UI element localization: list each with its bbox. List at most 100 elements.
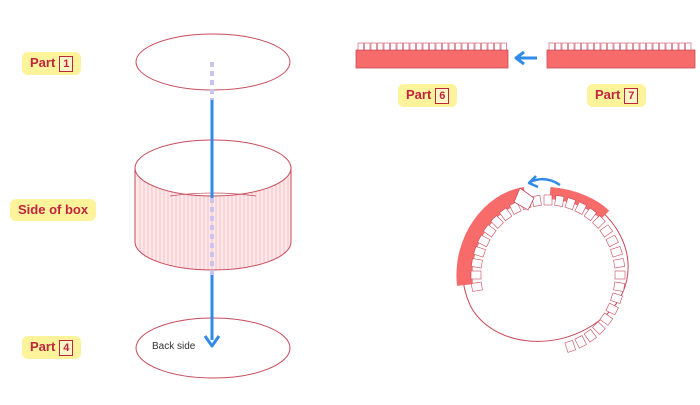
ring-tab (583, 328, 597, 343)
ring-tab (554, 195, 565, 207)
strip-tab (435, 42, 442, 51)
ring-curve-arrow (527, 175, 561, 189)
ring-tab (482, 224, 497, 238)
strip-tab (429, 42, 436, 51)
strip-tab (633, 42, 640, 51)
part6-strip (355, 42, 509, 69)
strip-tab (500, 42, 507, 51)
ring-tab (605, 302, 619, 316)
strip-tab (672, 42, 679, 51)
strip-tab (448, 42, 455, 51)
strip-tab (665, 42, 672, 51)
strip-tab (594, 42, 601, 51)
strip-tab (403, 42, 410, 51)
ring-tab (605, 234, 619, 248)
strip-tab (555, 42, 562, 51)
strip-join-arrow (514, 50, 537, 66)
strip-tab (487, 42, 494, 51)
strip-tab (370, 42, 377, 51)
part6-label-text: Part (406, 87, 432, 102)
part7-label-text: Part (595, 87, 621, 102)
strip-tab (574, 42, 581, 51)
strip-tab (481, 42, 488, 51)
ring-tab (490, 215, 504, 229)
strip-tab (659, 42, 666, 51)
cylinder-stripes (139, 175, 289, 270)
strip-tab (383, 42, 390, 51)
ring-tab (592, 215, 606, 229)
strip-tab (568, 42, 575, 51)
axis-arrow-head (203, 335, 221, 348)
ring-assembly (456, 187, 629, 353)
strip-tab (548, 42, 555, 51)
back-side-note: Back side (152, 341, 196, 352)
ring-tab (599, 224, 614, 238)
part4-label-number: 4 (59, 339, 74, 356)
strip-tab (581, 42, 588, 51)
ring-tab (613, 258, 626, 269)
ring-tab (613, 281, 626, 292)
part7-label-number: 7 (624, 87, 639, 104)
strip-tab (639, 42, 646, 51)
strip-tab (357, 42, 364, 51)
ring-tab (470, 270, 482, 280)
ring-tab (531, 195, 542, 207)
part7-strip (546, 42, 696, 69)
ring-tab (610, 246, 623, 258)
ring-tab (583, 207, 597, 222)
strip-tab (607, 42, 614, 51)
strip-tab (455, 42, 462, 51)
strip-tab (422, 42, 429, 51)
strip-tab (646, 42, 653, 51)
ring-tab (477, 234, 491, 248)
part7-tabs (548, 42, 692, 51)
part6-label-number: 6 (435, 87, 450, 104)
strip-tab (685, 42, 692, 51)
ring-tab (543, 194, 553, 206)
strip-tab (600, 42, 607, 51)
strip-tab (364, 42, 371, 51)
strip-tab (409, 42, 416, 51)
strip-tab (652, 42, 659, 51)
strip-tab (396, 42, 403, 51)
ring-tab (564, 197, 576, 211)
ring-tab (470, 281, 483, 292)
strip-tab (620, 42, 627, 51)
strip-tab (474, 42, 481, 51)
ring-tab (509, 201, 522, 215)
ring-tab (610, 292, 623, 304)
strip-tab (587, 42, 594, 51)
strip-tab (461, 42, 468, 51)
ring-tab (574, 201, 587, 215)
ring-tab (470, 258, 483, 269)
ring-tab (599, 312, 614, 326)
ring-tab (592, 321, 606, 335)
part1-label-text: Part (30, 55, 56, 70)
ring-tab (564, 339, 576, 353)
ring-tab (614, 270, 626, 280)
strip-tab (494, 42, 501, 51)
ring-tabs (470, 194, 626, 353)
ring-tab (574, 335, 587, 349)
strip-tab (468, 42, 475, 51)
ring-tab (499, 207, 513, 222)
strip-tab (442, 42, 449, 51)
strip-tab (626, 42, 633, 51)
part1-label-number: 1 (59, 55, 74, 72)
strip-tab (416, 42, 423, 51)
strip-tab (561, 42, 568, 51)
side-of-box-label-text: Side of box (18, 202, 89, 217)
strip-tab (377, 42, 384, 51)
part6-tabs (357, 42, 507, 51)
side-of-box-label: Side of box (10, 199, 97, 221)
part4-label-text: Part (30, 339, 56, 354)
strip-tab (390, 42, 397, 51)
strip-tab (613, 42, 620, 51)
strip-tab (678, 42, 685, 51)
ring-tab (473, 246, 486, 258)
